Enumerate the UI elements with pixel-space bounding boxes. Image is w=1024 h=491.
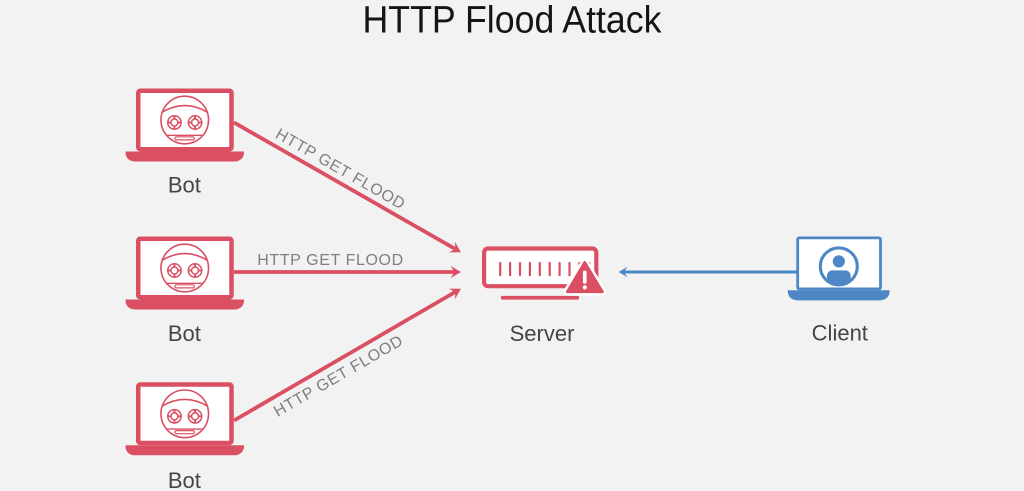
svg-text:HTTP GET FLOOD: HTTP GET FLOOD [257, 252, 404, 269]
svg-text:Bot: Bot [168, 173, 201, 198]
svg-text:Server: Server [510, 321, 575, 346]
svg-text:Bot: Bot [168, 468, 201, 491]
svg-text:Client: Client [812, 320, 868, 345]
svg-text:Bot: Bot [168, 321, 201, 346]
svg-text:HTTP Flood Attack: HTTP Flood Attack [363, 0, 663, 42]
